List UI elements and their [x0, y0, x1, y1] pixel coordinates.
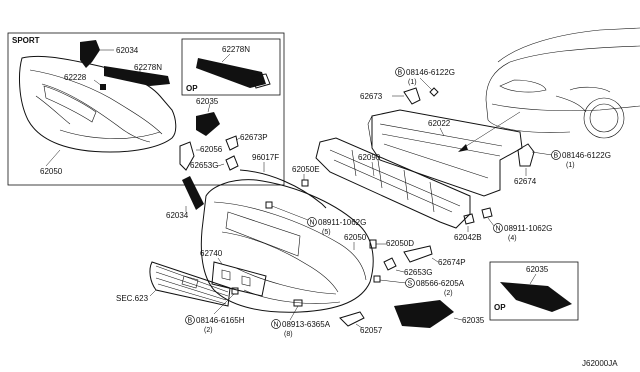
sport-inset-label: SPORT	[12, 36, 40, 45]
label-n1-qty: (5)	[322, 229, 331, 236]
bolt-08146-6165H: B 08146-6165H (2)	[185, 287, 245, 334]
label-62090: 62090	[358, 153, 381, 162]
label-n1-code: 08911-1062G	[318, 218, 366, 227]
sport-62278N-mesh	[104, 66, 170, 86]
op-inset-label-top: OP	[186, 84, 198, 93]
label-b2-code: 08146-6122G	[562, 151, 611, 160]
bumper-reinforcement-62022: 62022	[367, 109, 523, 197]
part-62050E: 62050E	[292, 165, 320, 187]
label-96017F: 96017F	[252, 153, 279, 162]
label-62653G-left: 62653G	[190, 161, 218, 170]
label-b1-qty: (1)	[408, 79, 417, 86]
label-62050D: 62050D	[386, 239, 414, 248]
screw-symbol: S	[408, 281, 413, 288]
fog-grille-62035: 62035	[394, 300, 485, 328]
sport-62034-bracket	[80, 40, 100, 68]
label-62228: 62228	[64, 73, 87, 82]
clip-62050D: 62050D	[369, 239, 414, 249]
label-62057: 62057	[360, 326, 383, 335]
nut-08913-6365A: N 08913-6365A (8)	[271, 299, 331, 338]
trim-96017F: 96017F	[239, 153, 327, 209]
radiator-grille-sec623: SEC.623	[116, 261, 231, 307]
bracket-62653G-right: 62653G	[383, 257, 432, 277]
label-62035-sport: 62035	[196, 97, 219, 106]
label-n3-code: 08913-6365A	[282, 320, 331, 329]
label-62056: 62056	[200, 145, 223, 154]
bracket-62674P: 62674P	[403, 245, 466, 267]
label-62050-main: 62050	[344, 233, 367, 242]
bracket-62674-right: 62674 B 08146-6122G (1)	[514, 143, 611, 186]
clip-62042B: 62042B N 08911-1062G (4)	[454, 207, 552, 242]
label-62035-main: 62035	[462, 316, 485, 325]
bracket-62653G-left: 62653G	[190, 155, 239, 171]
label-s1-qty: (2)	[444, 290, 453, 297]
label-s1-code: 08566-6205A	[416, 279, 465, 288]
bolt-08146-6122G-top: B 08146-6122G (1)	[395, 67, 455, 91]
nut-symbol-2: N	[496, 226, 501, 233]
energy-absorber-62090: 62090	[315, 137, 471, 229]
label-62050E: 62050E	[292, 165, 320, 174]
part-62057: 62057	[339, 311, 383, 335]
label-62050-sport: 62050	[40, 167, 63, 176]
screw-08566-6205A: S 08566-6205A (2)	[373, 275, 465, 297]
op-62035-grille	[500, 282, 572, 312]
label-62035-op: 62035	[526, 265, 549, 274]
label-62042B: 62042B	[454, 233, 482, 242]
side-piece-62034: 62034	[166, 176, 204, 220]
nut-08911-1062G-main: N 08911-1062G (5)	[265, 201, 366, 236]
label-b3-code: 08146-6165H	[196, 316, 245, 325]
bracket-62740: 62740	[200, 249, 267, 297]
op-62278N-mesh	[196, 58, 266, 88]
label-n2-code: 08911-1062G	[504, 224, 552, 233]
label-62653G-right: 62653G	[404, 268, 432, 277]
vehicle-silhouette	[458, 27, 640, 152]
bracket-62673: 62673	[360, 87, 439, 105]
label-b2-qty: (1)	[566, 162, 575, 169]
label-62740: 62740	[200, 249, 223, 258]
label-n2-qty: (4)	[508, 235, 517, 242]
label-62034-main: 62034	[166, 211, 189, 220]
label-b1-code: 08146-6122G	[406, 68, 455, 77]
label-n3-qty: (8)	[284, 331, 293, 338]
label-62034-sport: 62034	[116, 46, 139, 55]
bolt-symbol-1: B	[398, 70, 403, 77]
label-b3-qty: (2)	[204, 327, 213, 334]
label-62674P: 62674P	[438, 258, 466, 267]
op-inset-bottom: OP 62035	[489, 261, 579, 321]
label-sec623: SEC.623	[116, 294, 149, 303]
label-62022: 62022	[428, 119, 451, 128]
label-62673: 62673	[360, 92, 383, 101]
label-62278N-sport: 62278N	[134, 63, 162, 72]
label-62674-right: 62674	[514, 177, 537, 186]
sport-bumper-fascia	[19, 55, 177, 153]
sport-62035-grille	[196, 112, 220, 136]
nut-symbol-1: N	[310, 220, 315, 227]
sport-inset: SPORT OP 62034 62278N 62228 62278N 62035	[7, 32, 285, 186]
op-inset-label-bottom: OP	[494, 303, 506, 312]
front-bumper-fascia-62050: 62050	[200, 179, 374, 313]
nut-symbol-3: N	[274, 322, 279, 329]
label-62278N-op: 62278N	[222, 45, 250, 54]
bolt-symbol-3: B	[188, 318, 193, 325]
bracket-62673P: 62673P	[225, 133, 268, 151]
bolt-symbol-2: B	[554, 153, 559, 160]
label-62673P: 62673P	[240, 133, 268, 142]
bracket-62056: 62056	[179, 141, 223, 171]
diagram-id: J62000JA	[582, 359, 618, 368]
